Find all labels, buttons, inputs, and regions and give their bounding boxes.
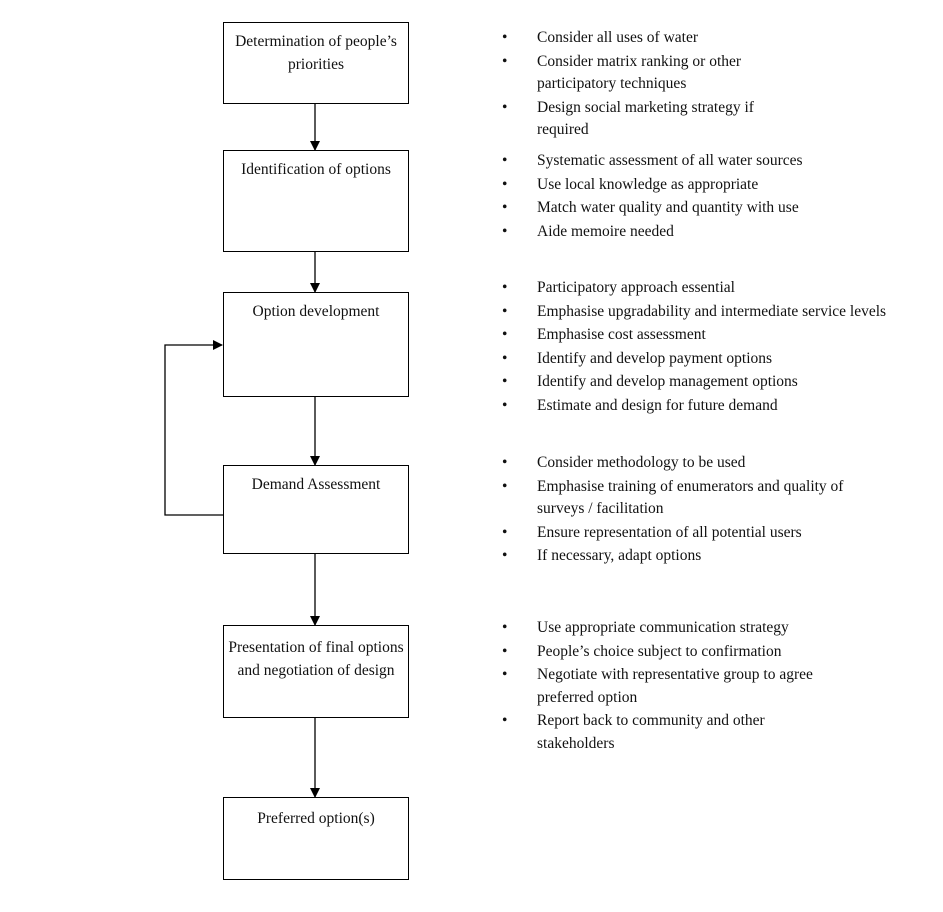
bullet-icon: • [502,52,508,70]
note-text: Consider methodology to be used [537,454,746,471]
note-text: Identify and develop payment options [537,349,773,367]
note-item: • Design social marketing strategy if req… [496,97,786,142]
bullet-icon: • [502,98,508,116]
bullet-icon: • [502,523,508,541]
bullet-icon: • [502,222,508,240]
note-item: • Participatory approach essential [496,277,936,300]
step-label-development: Option development [252,303,380,320]
note-text: Emphasise upgradability and intermediate… [537,302,887,320]
step-box-demand: Demand Assessment [223,465,409,554]
note-item: • Consider all uses of water [496,27,786,50]
notes-list-identification: • Systematic assessment of all water sour… [496,150,896,244]
bullet-icon: • [502,547,508,564]
note-item: • If necessary, adapt options [496,545,876,568]
note-item: • Ensure representation of all potential … [496,522,876,545]
note-text: Consider all uses of water [537,29,698,46]
note-text: Participatory approach essential [537,279,735,296]
note-item: • Consider matrix ranking or other partic… [496,51,786,96]
step-box-identification: Identification of options [223,150,409,252]
note-item: • Emphasise cost assessment [496,324,936,347]
bullet-icon: • [502,396,508,414]
note-text: Estimate and design for future demand [537,396,778,414]
bullet-icon: • [502,666,508,683]
bullet-icon: • [502,349,508,367]
note-text: Match water quality and quantity with us… [537,199,799,216]
note-text: Consider matrix ranking or other partici… [537,52,742,93]
step-label-identification: Identification of options [241,161,391,178]
bullet-icon: • [502,642,508,660]
note-text: Design social marketing strategy if requ… [537,98,754,139]
note-item: • Negotiate with representative group to … [496,664,846,709]
note-item: • Emphasise training of enumerators and q… [496,476,876,521]
note-text: Identify and develop management options [537,373,798,390]
step-label-priorities: Determination of people’s priorities [235,33,397,73]
notes-list-presentation: •Use appropriate communication strategy … [496,617,846,756]
bullet-icon: • [502,373,508,390]
notes-list-priorities: • Consider all uses of water • Consider ma… [496,27,786,143]
note-item: • Consider methodology to be used [496,452,876,475]
note-item: • Use appropriate communication strategy [496,617,846,640]
note-text: Use appropriate communication strategy [537,619,789,636]
note-item: • Emphasise upgradability and intermediat… [496,301,936,324]
step-label-presentation: Presentation of final options and negoti… [228,639,404,679]
note-text: Emphasise cost assessment [537,326,706,343]
note-text: Negotiate with representative group to a… [537,666,813,706]
bullet-icon: • [502,326,508,343]
note-text: If necessary, adapt options [537,547,702,564]
bullet-icon: • [502,29,508,46]
notes-list-demand: • Consider methodology to be used • Emphas… [496,452,876,569]
note-item: • People’s choice subject to confirmation [496,641,846,664]
step-label-preferred: Preferred option(s) [257,810,375,827]
note-item: • Use local knowledge as appropriate [496,174,896,197]
bullet-icon: • [502,152,508,169]
notes-list-development: • Participatory approach essential • Empha… [496,277,936,418]
note-item: • Aide memoire needed [496,221,896,244]
note-item: • Identify and develop payment options [496,348,936,371]
bullet-icon: • [502,279,508,296]
note-item: • Estimate and design for future demand [496,395,936,418]
step-box-presentation: Presentation of final options and negoti… [223,625,409,718]
note-text: Report back to community and other stake… [537,712,765,752]
note-text: Ensure representation of all potential u… [537,523,802,541]
note-item: • Match water quality and quantity with u… [496,197,896,220]
bullet-icon: • [502,712,508,729]
bullet-icon: • [502,454,508,471]
bullet-icon: • [502,302,508,320]
note-text: Emphasise training of enumerators and qu… [537,477,844,518]
bullet-icon: • [502,477,508,495]
step-label-demand: Demand Assessment [251,476,381,493]
note-text: Aide memoire needed [537,222,674,240]
step-box-development: Option development [223,292,409,397]
note-item: • Systematic assessment of all water sour… [496,150,896,173]
note-text: Use local knowledge as appropriate [537,175,759,193]
bullet-icon: • [502,175,508,193]
note-text: People’s choice subject to confirmation [537,642,782,660]
step-box-priorities: Determination of people’s priorities [223,22,409,104]
bullet-icon: • [502,619,508,636]
step-box-preferred: Preferred option(s) [223,797,409,880]
bullet-icon: • [502,199,508,216]
note-text: Systematic assessment of all water sourc… [537,152,803,169]
feedback-loop-demand-to-development [164,340,223,516]
note-item: • Identify and develop management options [496,371,936,394]
note-item: • Report back to community and other stak… [496,710,846,755]
